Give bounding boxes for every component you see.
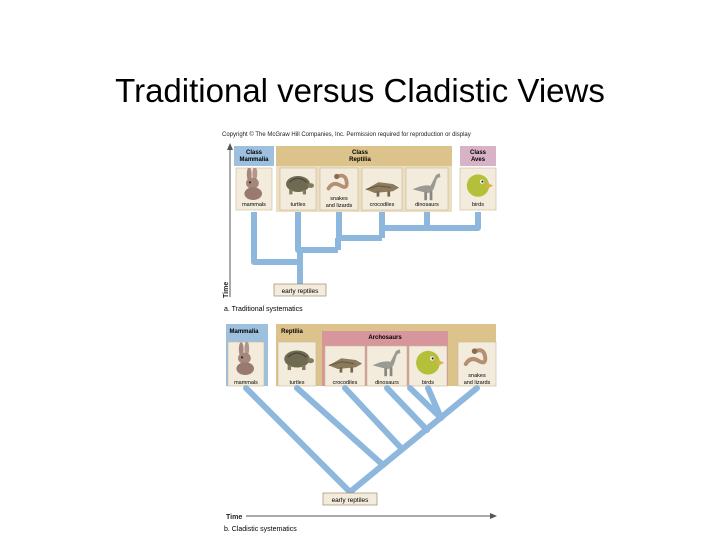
taxon-card-crocodiles-b: crocodiles bbox=[324, 345, 366, 387]
taxon-card-crocodiles-a: crocodiles bbox=[361, 167, 403, 211]
svg-text:early reptiles: early reptiles bbox=[332, 497, 370, 504]
svg-text:and lizards: and lizards bbox=[464, 380, 491, 386]
svg-text:dinosaurs: dinosaurs bbox=[375, 380, 399, 386]
svg-text:Reptilia: Reptilia bbox=[349, 157, 371, 163]
tree-branches-a bbox=[251, 212, 481, 284]
taxon-card-dinosaurs-b: dinosaurs bbox=[366, 345, 408, 387]
slide-title: Traditional versus Cladistic Views bbox=[115, 72, 605, 109]
time-axis-b bbox=[246, 513, 497, 519]
caption-a: a. Traditional systematics bbox=[224, 306, 303, 313]
group-header-reptilia-a: Class Reptilia bbox=[276, 146, 452, 166]
group-header-aves-a: Class Aves bbox=[460, 146, 496, 166]
svg-text:early reptiles: early reptiles bbox=[282, 288, 320, 295]
taxon-card-turtles-a: turtles bbox=[279, 167, 317, 211]
taxon-card-dinosaurs-a: dinosaurs bbox=[405, 167, 449, 211]
svg-text:birds: birds bbox=[422, 380, 434, 386]
taxon-card-birds-b: birds bbox=[408, 345, 448, 387]
svg-text:Archosaurs: Archosaurs bbox=[368, 335, 402, 341]
svg-text:Class: Class bbox=[470, 150, 487, 156]
svg-text:dinosaurs: dinosaurs bbox=[415, 202, 439, 208]
svg-text:Aves: Aves bbox=[471, 157, 486, 163]
svg-text:and lizards: and lizards bbox=[326, 203, 353, 209]
svg-text:mammals: mammals bbox=[234, 380, 258, 386]
taxon-card-mammals-a: mammals bbox=[235, 167, 273, 211]
root-label-a: early reptiles bbox=[273, 283, 327, 297]
svg-text:Class: Class bbox=[352, 150, 369, 156]
copyright-notice: Copyright © The McGraw Hill Companies, I… bbox=[222, 132, 471, 138]
taxon-card-snakes-a: snakes and lizards bbox=[319, 167, 359, 211]
svg-text:Mammalia: Mammalia bbox=[239, 157, 269, 163]
taxon-card-mammals-b: mammals bbox=[227, 341, 265, 387]
tree-branches-b bbox=[243, 385, 480, 495]
taxon-card-snakes-b: snakes and lizards bbox=[457, 341, 497, 387]
svg-text:crocodiles: crocodiles bbox=[370, 202, 395, 208]
svg-text:turtles: turtles bbox=[290, 380, 305, 386]
time-axis-label-a: Time bbox=[223, 282, 230, 298]
root-label-b: early reptiles bbox=[322, 492, 378, 506]
group-header-mammalia-a: Class Mammalia bbox=[234, 146, 274, 166]
time-axis-label-b: Time bbox=[226, 514, 242, 521]
svg-text:birds: birds bbox=[472, 202, 484, 208]
svg-text:snakes: snakes bbox=[468, 373, 486, 379]
svg-text:Mammalia: Mammalia bbox=[229, 329, 259, 335]
svg-text:turtles: turtles bbox=[291, 202, 306, 208]
svg-text:crocodiles: crocodiles bbox=[333, 380, 358, 386]
svg-text:snakes: snakes bbox=[330, 196, 348, 202]
taxon-card-turtles-b: turtles bbox=[277, 341, 317, 387]
svg-text:mammals: mammals bbox=[242, 202, 266, 208]
svg-text:Class: Class bbox=[246, 150, 263, 156]
time-axis-a bbox=[227, 143, 233, 297]
caption-b: b. Cladistic systematics bbox=[224, 526, 297, 533]
svg-text:Reptilia: Reptilia bbox=[281, 329, 303, 335]
taxon-card-birds-a: birds bbox=[459, 167, 497, 211]
